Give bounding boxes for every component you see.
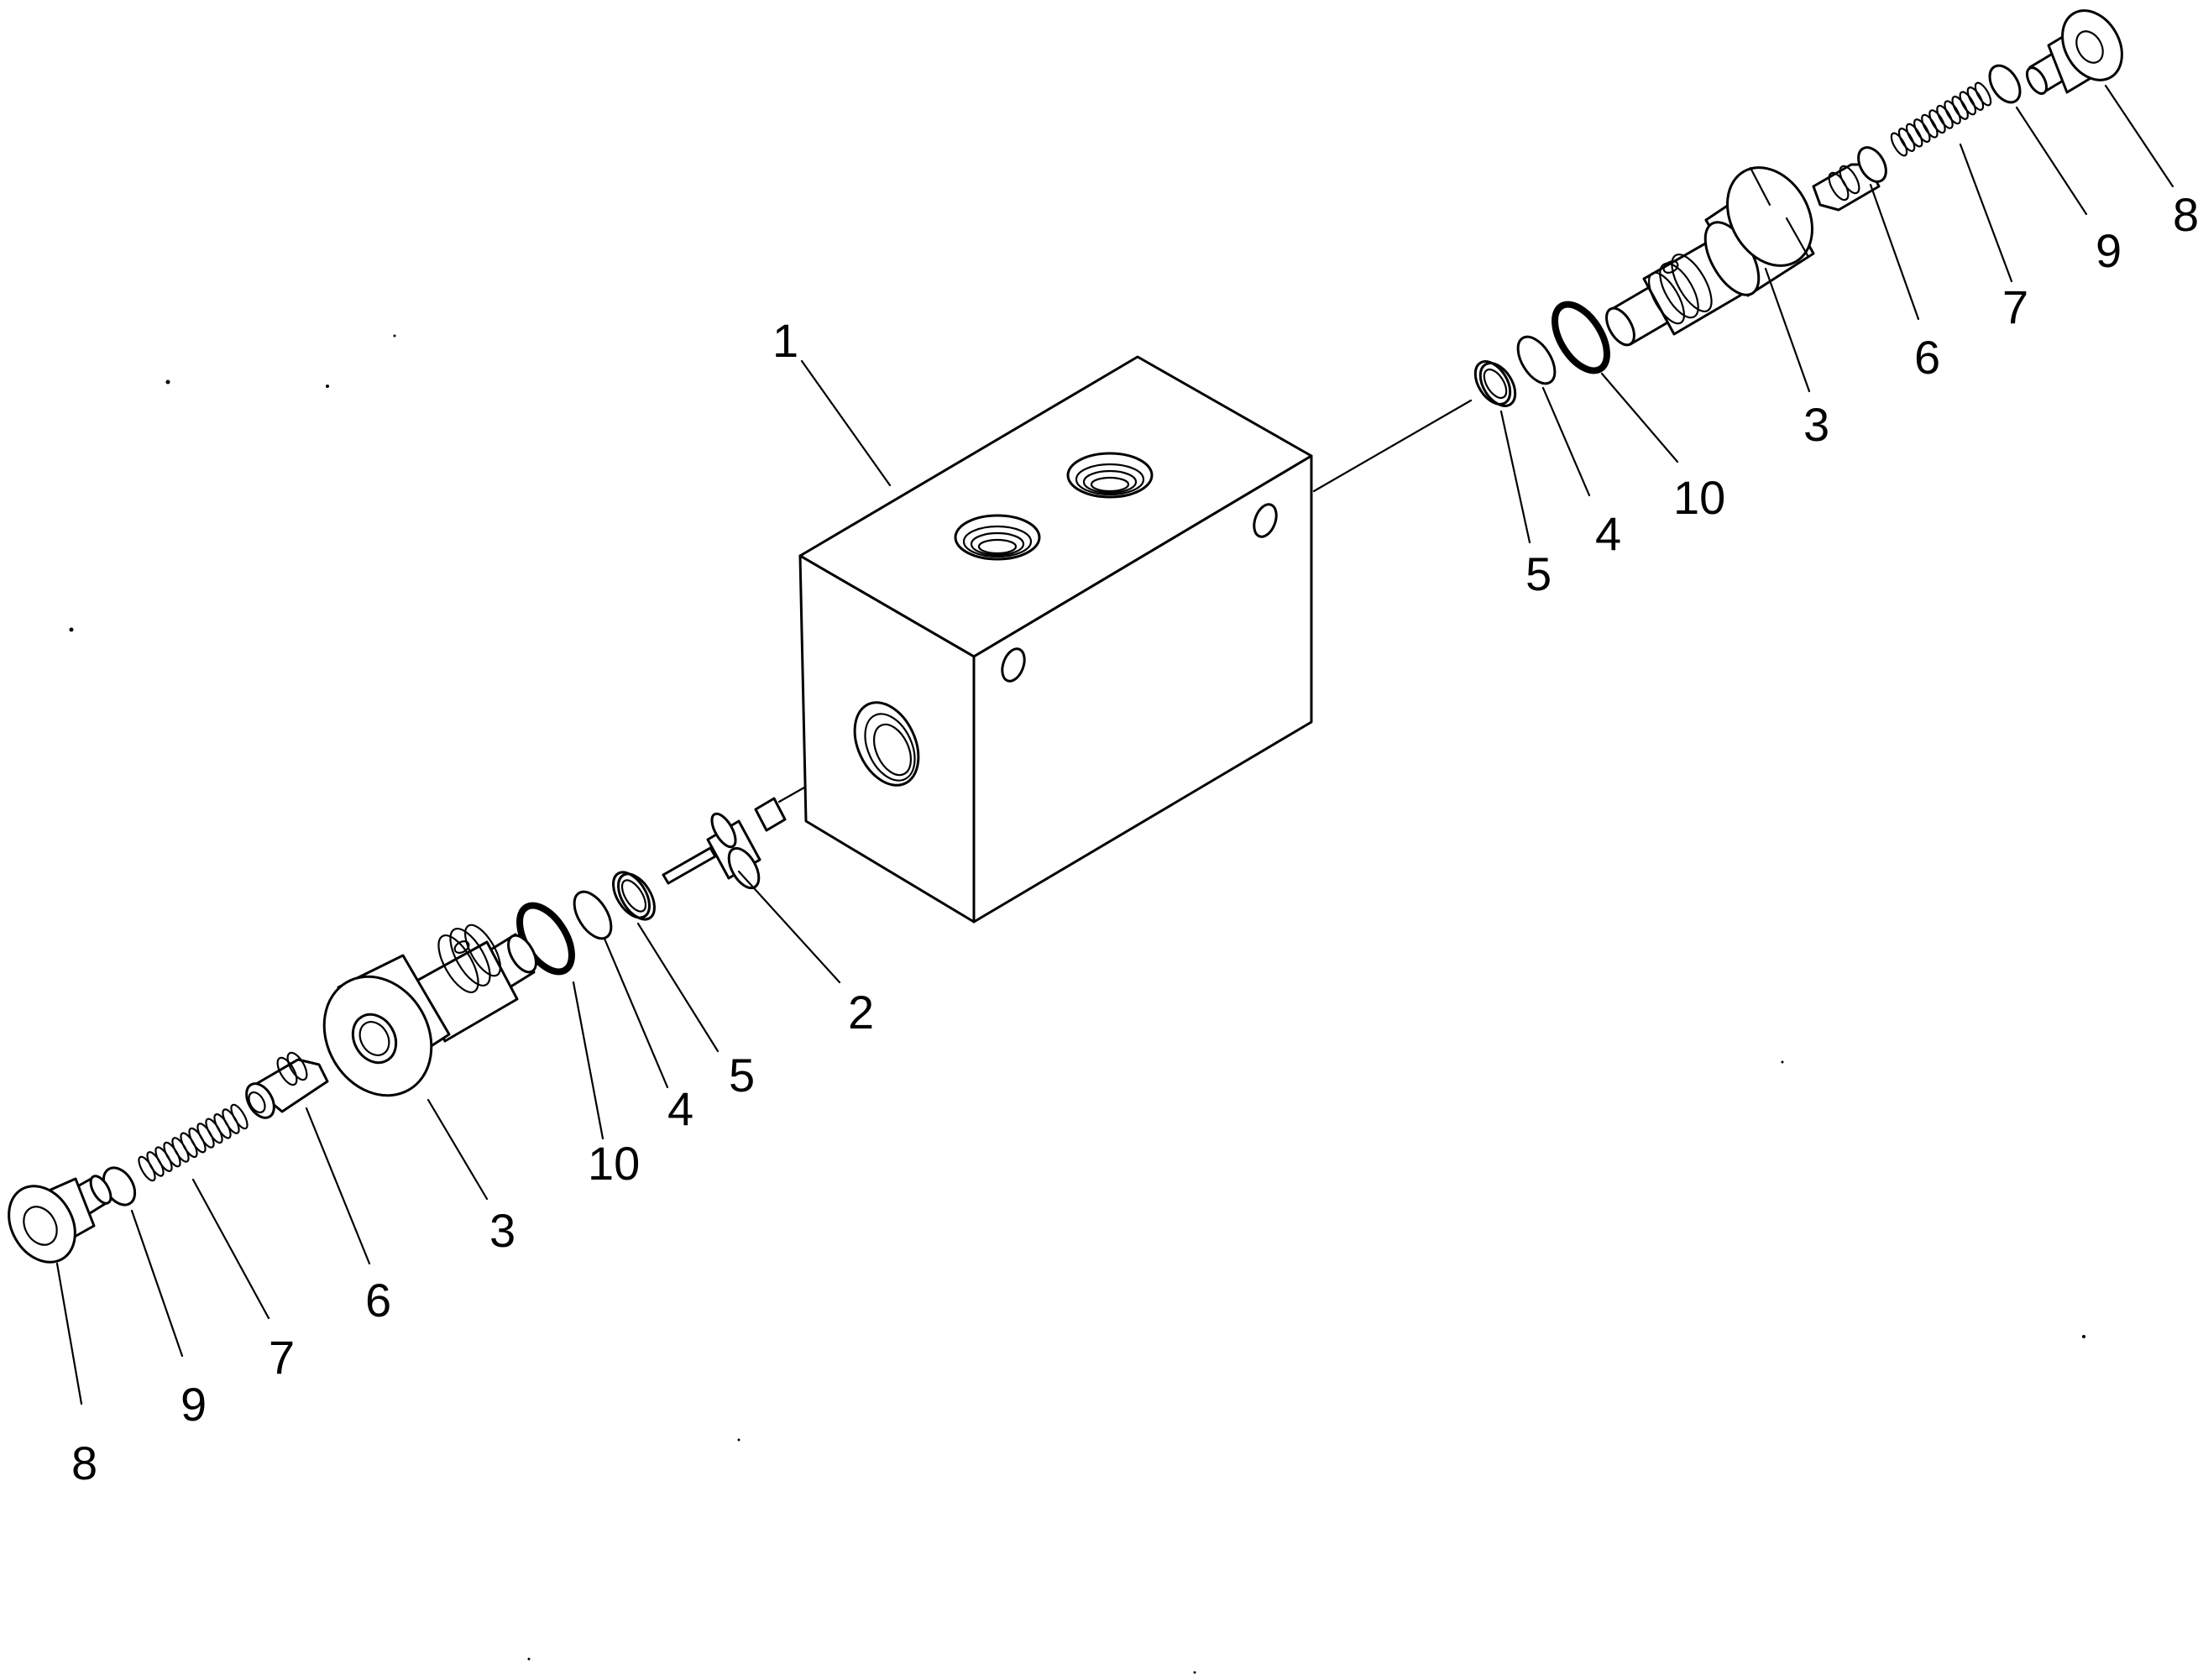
valve-body-block	[798, 355, 1313, 924]
left-backup-ring-5	[612, 871, 656, 921]
left-plug-8	[8, 1175, 113, 1264]
callout-left-3: 3	[489, 1204, 515, 1257]
left-spring-7	[138, 1103, 249, 1182]
right-poppet-6	[1812, 146, 1887, 212]
callout-left-10: 10	[588, 1137, 640, 1190]
callout-right-9: 9	[2096, 224, 2122, 277]
assembly-axis-right	[1312, 399, 1473, 493]
right-relief-cartridge-3	[1605, 166, 1815, 347]
left-o-ring-4	[573, 890, 613, 940]
top-port-right	[1066, 452, 1154, 499]
right-o-ring-9	[1988, 64, 2022, 104]
mounting-hole-right	[1253, 503, 1278, 538]
callout-right-4: 4	[1595, 507, 1621, 560]
callout-right-10: 10	[1673, 471, 1725, 524]
left-poppet-6	[245, 1051, 329, 1119]
right-o-ring-10	[1552, 301, 1610, 374]
callout-left-9: 9	[181, 1378, 207, 1431]
callout-right-7: 7	[2002, 280, 2028, 333]
left-relief-cartridge-3	[322, 924, 537, 1097]
scan-specks	[69, 334, 2085, 1674]
leader-lines	[55, 84, 2174, 1405]
callout-2: 2	[848, 986, 874, 1039]
right-backup-ring-5	[1473, 360, 1517, 407]
callout-right-5: 5	[1525, 547, 1552, 600]
side-port	[853, 701, 920, 787]
callout-left-8: 8	[71, 1437, 97, 1489]
top-port-left	[954, 514, 1041, 561]
callout-1: 1	[772, 314, 798, 367]
mounting-hole-front	[1001, 647, 1026, 683]
assembly-axis-left	[777, 786, 806, 803]
callout-right-8: 8	[2173, 188, 2199, 241]
right-plug-8	[2025, 9, 2123, 95]
callout-left-4: 4	[667, 1082, 693, 1135]
pin-part-2	[662, 797, 787, 890]
right-spring-7	[1890, 81, 1992, 157]
callout-left-7: 7	[269, 1331, 295, 1384]
callout-left-6: 6	[365, 1274, 391, 1327]
callout-left-5: 5	[729, 1049, 755, 1102]
callout-labels: 1 2 3 4 5 6 7 8 9 10 3 4 5 6 7 8 9 10	[71, 188, 2199, 1489]
callout-right-6: 6	[1914, 331, 1940, 384]
right-o-ring-4	[1516, 335, 1557, 385]
callout-right-3: 3	[1803, 398, 1829, 451]
